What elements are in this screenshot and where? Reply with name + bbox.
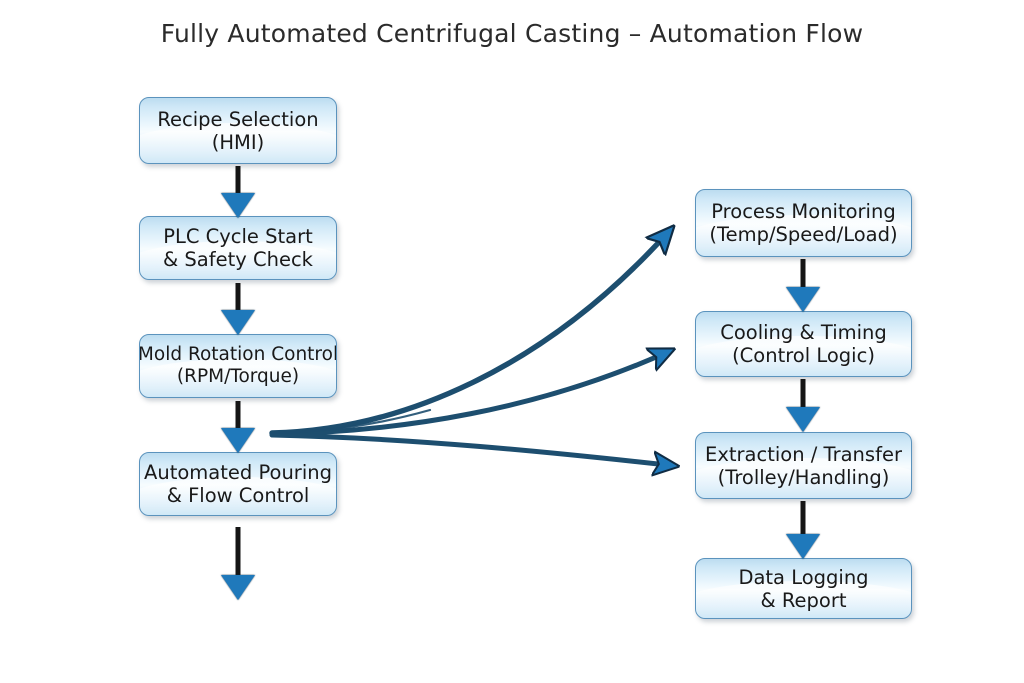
- arrow-cooling-to-extraction: [786, 379, 820, 432]
- node-line-secondary: & Report: [760, 588, 847, 612]
- arrow-head-down-icon: [786, 534, 820, 559]
- arrow-plc-to-mold: [221, 283, 255, 335]
- arrow-mold-to-pouring: [221, 401, 255, 453]
- node-line-secondary: & Flow Control: [166, 484, 310, 507]
- node-plc-cycle-start[interactable]: PLC Cycle Start & Safety Check: [139, 216, 337, 280]
- node-cooling-timing[interactable]: Cooling & Timing (Control Logic): [695, 311, 912, 377]
- arrow-head-down-icon: [786, 287, 820, 312]
- arrow-extraction-to-logging: [786, 501, 820, 559]
- node-process-monitoring[interactable]: Process Monitoring (Temp/Speed/Load): [695, 189, 912, 257]
- arrow-head-down-icon: [221, 575, 255, 600]
- node-line-primary: Data Logging: [738, 565, 869, 589]
- arrow-stem: [235, 401, 241, 431]
- node-line-secondary: & Safety Check: [163, 248, 313, 271]
- fanout-origin-taper: [270, 408, 432, 435]
- node-line-primary: Mold Rotation Control: [139, 344, 337, 366]
- node-line-secondary: (Control Logic): [732, 344, 875, 367]
- arrow-head-down-icon: [221, 193, 255, 218]
- node-line-primary: Automated Pouring: [144, 461, 332, 484]
- node-line-primary: Cooling & Timing: [720, 321, 887, 344]
- arrow-recipe-to-plc: [221, 166, 255, 218]
- node-line-secondary: (RPM/Torque): [176, 366, 300, 387]
- arrow-head-down-icon: [786, 407, 820, 432]
- node-data-logging[interactable]: Data Logging & Report: [695, 558, 912, 619]
- arrow-stem: [235, 166, 241, 196]
- arrow-stem: [235, 527, 241, 577]
- node-line-primary: Process Monitoring: [711, 200, 896, 223]
- arrow-stem: [800, 379, 806, 410]
- node-line-secondary: (Temp/Speed/Load): [709, 223, 898, 246]
- node-line-primary: Recipe Selection: [157, 107, 319, 131]
- node-line-secondary: (HMI): [211, 130, 265, 154]
- arrow-stem: [235, 283, 241, 313]
- node-recipe-selection[interactable]: Recipe Selection (HMI): [139, 97, 337, 164]
- node-automated-pouring[interactable]: Automated Pouring & Flow Control: [139, 452, 337, 516]
- arrow-stem: [800, 501, 806, 537]
- arrow-head-down-icon: [221, 428, 255, 453]
- node-mold-rotation-control[interactable]: Mold Rotation Control (RPM/Torque): [139, 334, 337, 398]
- node-extraction-transfer[interactable]: Extraction / Transfer (Trolley/Handling): [695, 432, 912, 499]
- node-line-secondary: (Trolley/Handling): [717, 465, 890, 489]
- arrow-pouring-terminal: [221, 527, 255, 600]
- node-line-primary: PLC Cycle Start: [163, 225, 313, 248]
- arrow-stem: [800, 259, 806, 290]
- page-title: Fully Automated Centrifugal Casting – Au…: [160, 19, 864, 48]
- arrow-head-down-icon: [221, 310, 255, 335]
- node-line-primary: Extraction / Transfer: [705, 442, 902, 466]
- arrow-monitoring-to-cooling: [786, 259, 820, 312]
